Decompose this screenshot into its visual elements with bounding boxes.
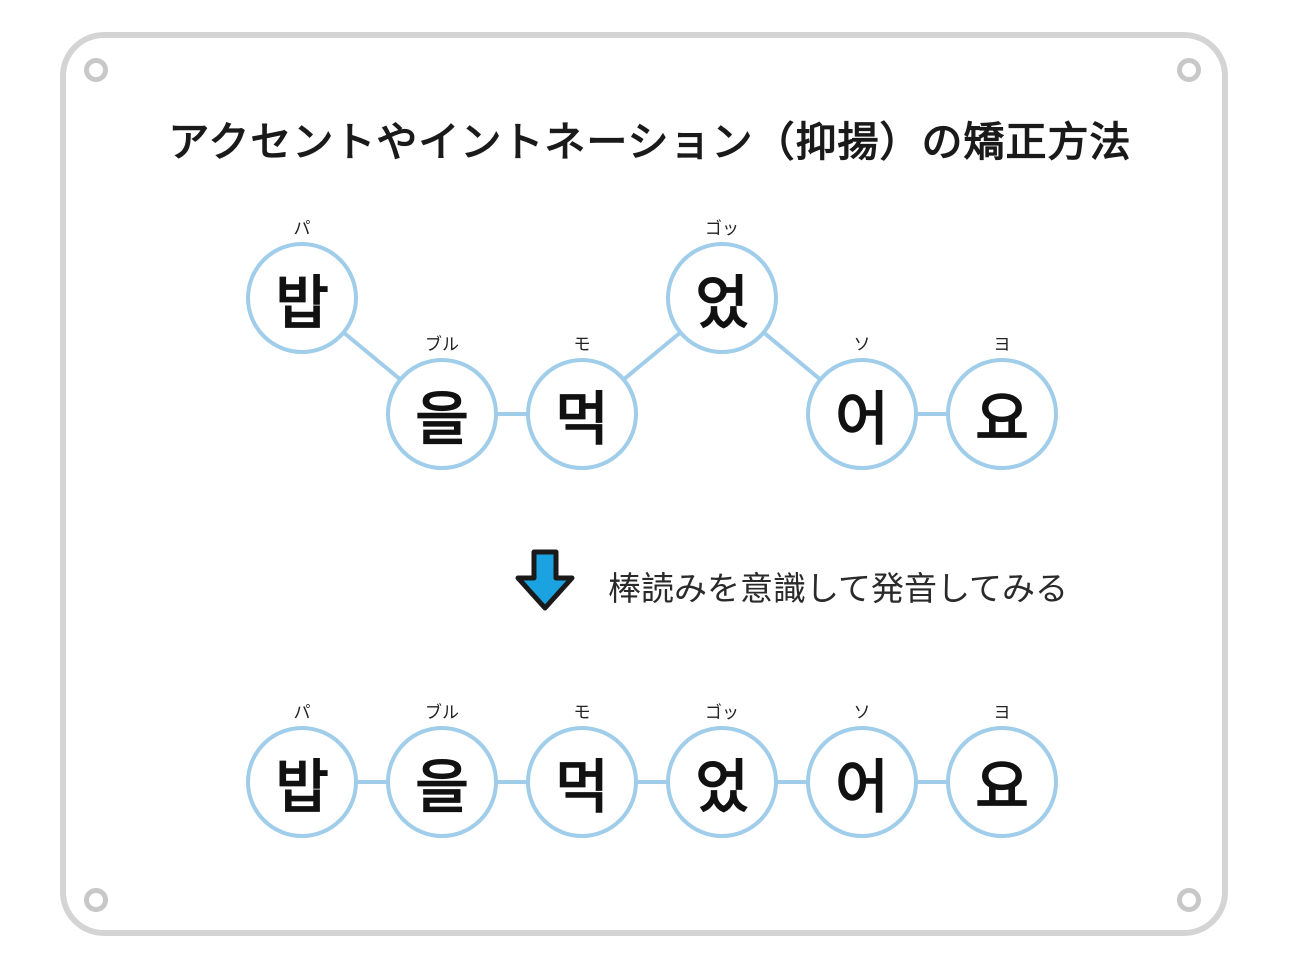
reading-label: モ [573, 703, 591, 723]
reading-label: ブル [425, 335, 459, 355]
reading-label: ソ [853, 335, 871, 355]
down-arrow-icon [512, 548, 578, 618]
syllable-circle: 먹 [526, 726, 638, 838]
syllable-circle: 었 [666, 726, 778, 838]
syllable-circle: 밥 [246, 726, 358, 838]
syllable-circle: 어 [806, 358, 918, 470]
reading-label: パ [293, 219, 311, 239]
corner-hole-bottom-left [84, 888, 108, 912]
reading-label: モ [573, 335, 591, 355]
instruction-text: 棒読みを意識して発音してみる [608, 569, 1069, 608]
syllable-circle: 요 [946, 358, 1058, 470]
reading-label: ゴッ [705, 703, 739, 723]
syllable-circle: 먹 [526, 358, 638, 470]
syllable-circle: 을 [386, 358, 498, 470]
syllable-circle: 었 [666, 242, 778, 354]
reading-label: ブル [425, 703, 459, 723]
reading-label: ヨ [993, 703, 1011, 723]
syllable-circle: 밥 [246, 242, 358, 354]
corner-hole-bottom-right [1177, 888, 1201, 912]
syllable-circle: 을 [386, 726, 498, 838]
reading-label: ゴッ [705, 219, 739, 239]
reading-label: パ [293, 703, 311, 723]
syllable-circle: 어 [806, 726, 918, 838]
reading-label: ソ [853, 703, 871, 723]
reading-label: ヨ [993, 335, 1011, 355]
page-title: アクセントやイントネーション（抑揚）の矯正方法 [168, 118, 1132, 166]
syllable-circle: 요 [946, 726, 1058, 838]
corner-hole-top-left [84, 58, 108, 82]
corner-hole-top-right [1177, 58, 1201, 82]
